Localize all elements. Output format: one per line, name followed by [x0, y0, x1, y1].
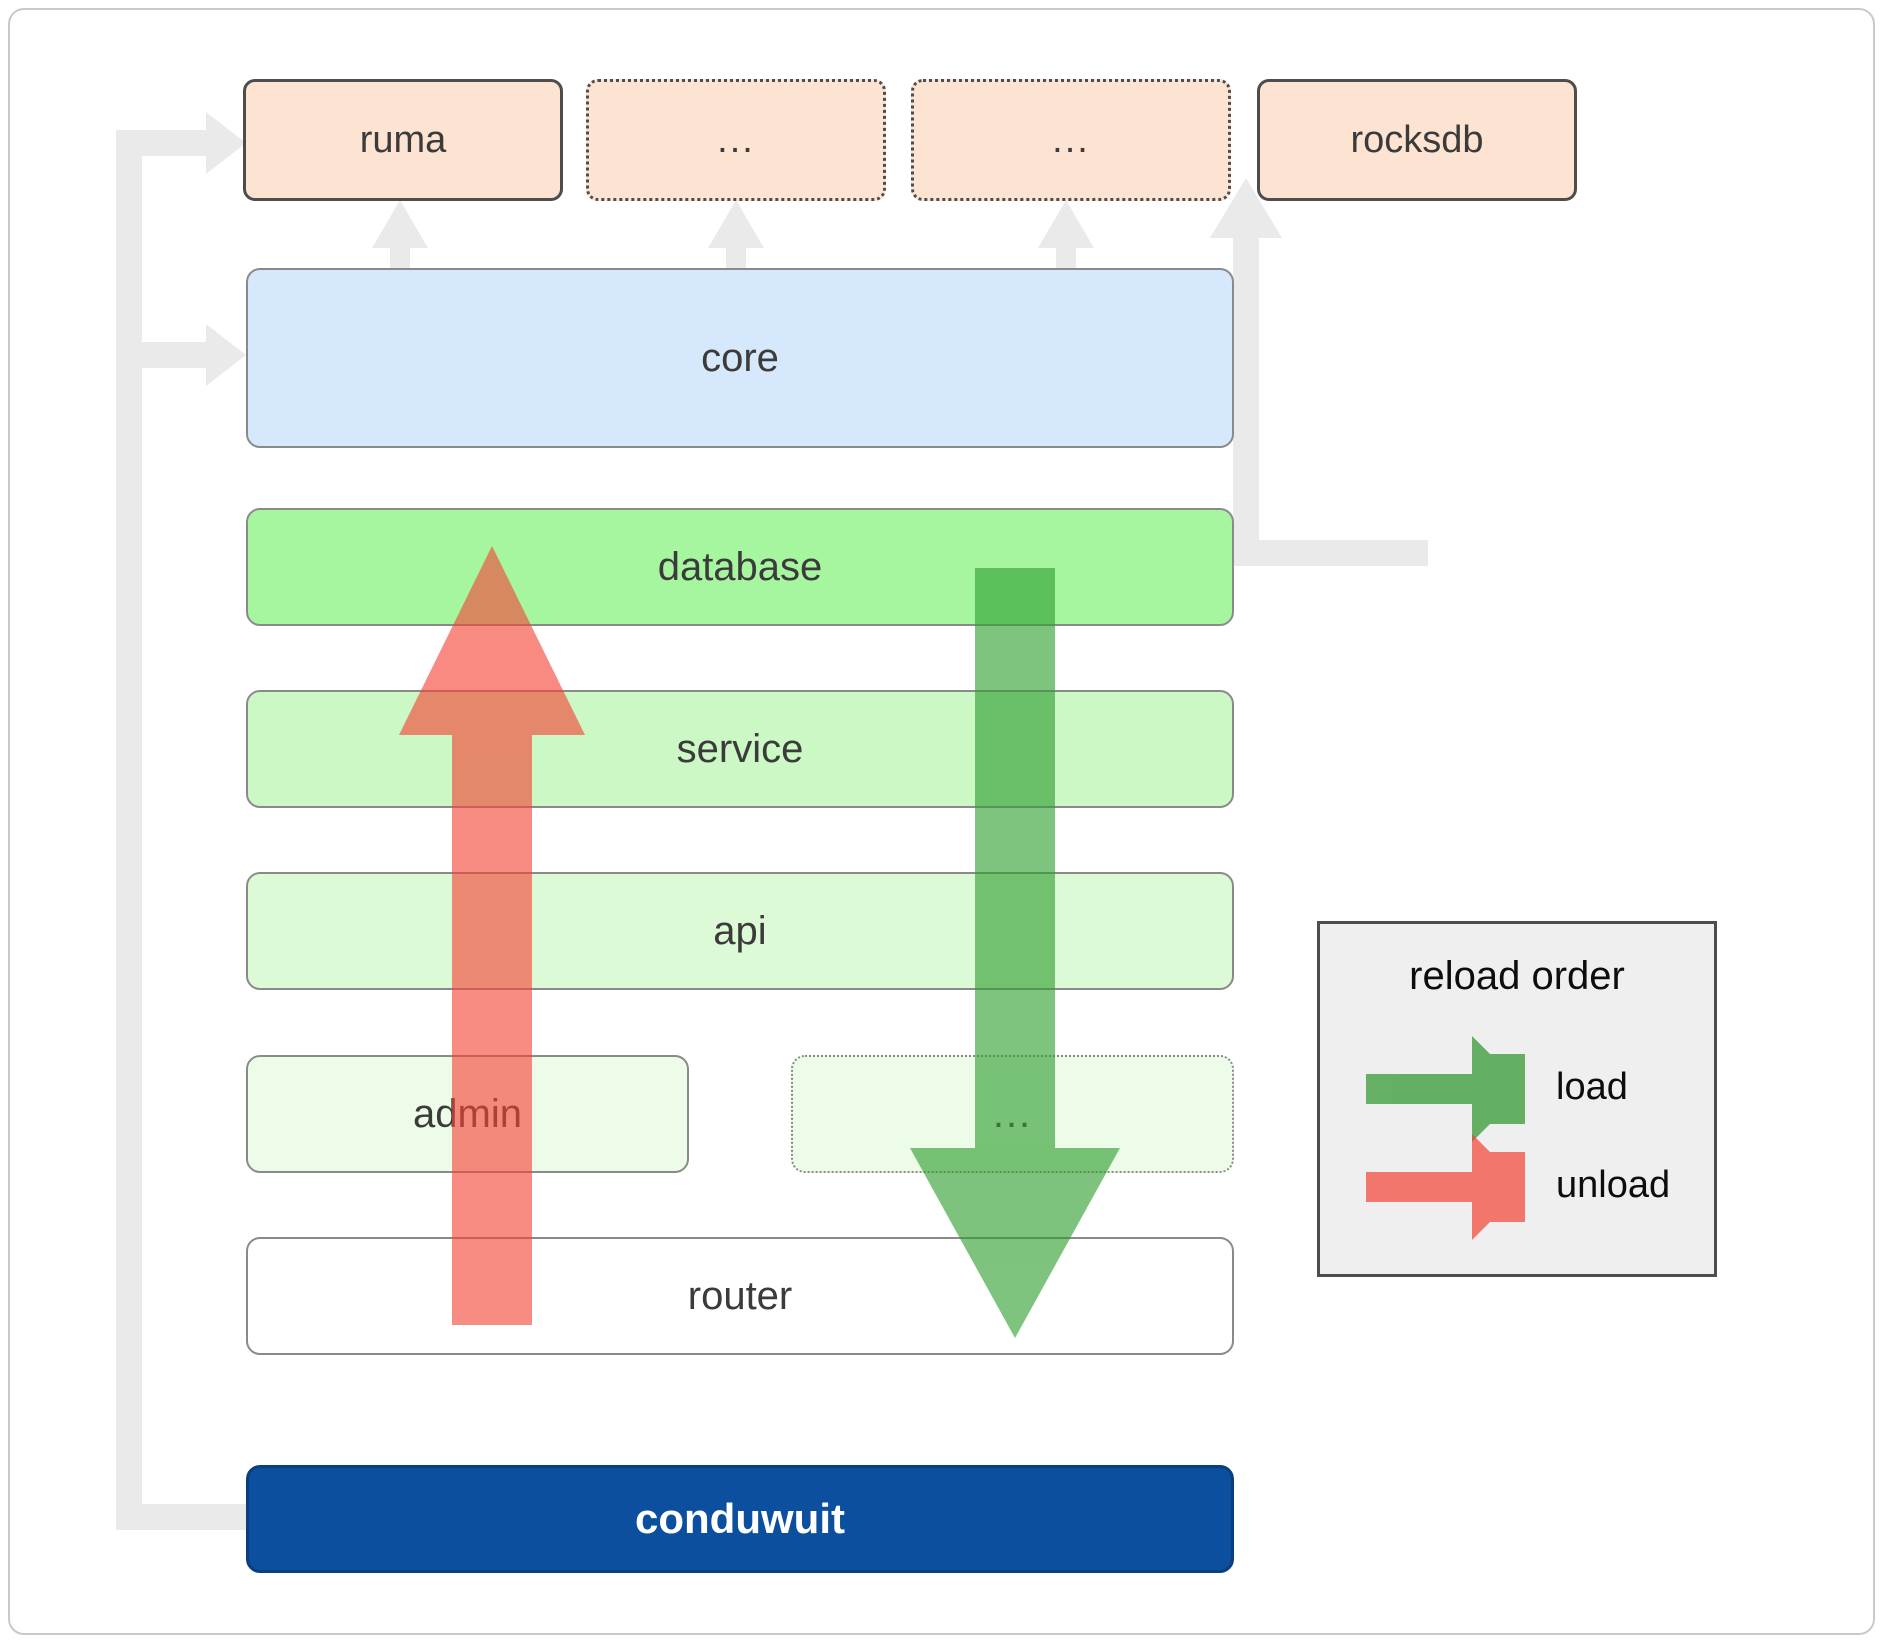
layer-database-label: database: [657, 544, 823, 589]
connector-database-to-rocksdb: [1210, 178, 1428, 566]
app-conduwuit-label: conduwuit: [635, 1495, 845, 1542]
dependency-rocksdb-label: rocksdb: [1350, 118, 1484, 161]
legend-arrows: [1366, 1036, 1525, 1240]
dependency-placeholder-1[interactable]: ...: [586, 79, 886, 201]
connector-top-horizontal: [116, 130, 216, 156]
layer-more-label: ...: [992, 1091, 1033, 1136]
layer-router-label: router: [687, 1273, 793, 1318]
layer-more[interactable]: ...: [791, 1055, 1234, 1173]
legend-load-arrow: [1366, 1036, 1525, 1142]
layer-core[interactable]: core: [246, 268, 1234, 448]
connector-arrow-to-core: [206, 324, 246, 386]
layer-router[interactable]: router: [246, 1237, 1234, 1355]
legend-reload-order: reload order load unload: [1317, 921, 1717, 1277]
dependency-ruma-label: ruma: [359, 118, 447, 161]
layer-service[interactable]: service: [246, 690, 1234, 808]
layer-service-label: service: [676, 726, 804, 771]
layer-admin-label: admin: [413, 1091, 522, 1136]
connector-spine: [116, 130, 142, 1530]
legend-label-unload: unload: [1556, 1164, 1671, 1206]
dependency-rocksdb[interactable]: rocksdb: [1257, 79, 1577, 201]
legend-unload-arrow: [1366, 1134, 1525, 1240]
dependency-placeholder-1-label: ...: [717, 118, 755, 161]
dependency-ruma[interactable]: ruma: [243, 79, 563, 201]
layer-core-label: core: [701, 335, 779, 380]
connector-arrow-to-ruma: [206, 112, 246, 174]
layer-admin[interactable]: admin: [246, 1055, 689, 1173]
app-conduwuit[interactable]: conduwuit: [246, 1465, 1234, 1573]
core-to-deps-arrows: [372, 200, 1094, 275]
dependency-placeholder-2[interactable]: ...: [911, 79, 1231, 201]
layer-api[interactable]: api: [246, 872, 1234, 990]
legend-label-load: load: [1556, 1066, 1628, 1108]
connector-bottom-horizontal: [116, 1504, 246, 1530]
layer-api-label: api: [713, 908, 767, 953]
connector-mid-horizontal: [116, 342, 216, 368]
dependency-placeholder-2-label: ...: [1052, 118, 1090, 161]
layer-database[interactable]: database: [246, 508, 1234, 626]
legend-title: reload order: [1409, 954, 1625, 998]
